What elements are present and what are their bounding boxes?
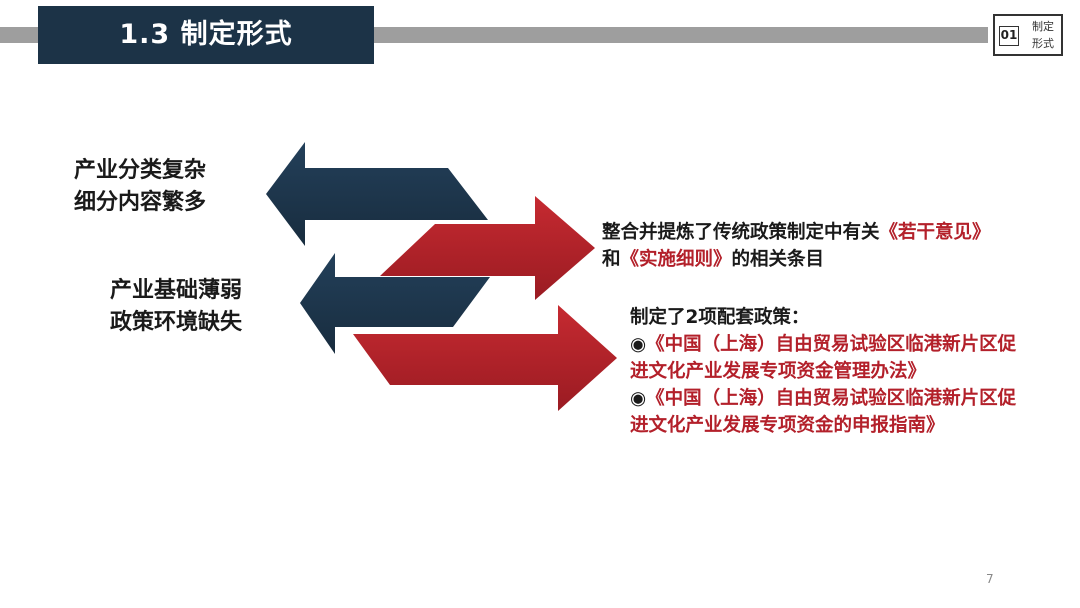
red-arrow-1 [380,196,595,300]
policy-title-opinions: 《若干意见》 [879,222,991,243]
policy-item-1: ◉《中国（上海）自由贸易试验区临港新片区促进文化产业发展专项资金管理办法》 [630,331,1030,385]
policy-item-2-text: 《中国（上海）自由贸易试验区临港新片区促进文化产业发展专项资金的申报指南》 [630,388,1017,436]
integration-text-part3: 的相关条目 [731,249,825,270]
section-label: 制定 形式 [1025,18,1061,52]
integration-text-part2: 和 [602,249,621,270]
policy-item-2: ◉《中国（上海）自由贸易试验区临港新片区促进文化产业发展专项资金的申报指南》 [630,385,1030,439]
section-label-line2: 形式 [1032,37,1054,50]
page-number: 7 [986,572,994,586]
left-label-2-line1: 产业基础薄弱 [110,278,243,303]
supporting-policies-intro: 制定了2项配套政策： [630,307,810,328]
left-label-1-line2: 细分内容繁多 [74,190,207,215]
policy-item-1-text: 《中国（上海）自由贸易试验区临港新片区促进文化产业发展专项资金管理办法》 [630,334,1017,382]
page-title: 1.3 制定形式 [119,19,293,50]
section-number: 01 [999,26,1019,46]
supporting-policies: 制定了2项配套政策： ◉《中国（上海）自由贸易试验区临港新片区促进文化产业发展专… [630,304,1030,439]
left-label-2: 产业基础薄弱 政策环境缺失 [110,275,242,339]
integration-description: 整合并提炼了传统政策制定中有关《若干意见》和《实施细则》的相关条目 [602,219,992,273]
left-label-1-line1: 产业分类复杂 [74,158,207,183]
navy-arrow-2 [300,253,490,354]
red-arrow-2 [353,305,617,411]
policy-title-rules: 《实施细则》 [620,249,732,270]
section-badge: 01 制定 形式 [993,14,1063,56]
left-label-1: 产业分类复杂 细分内容繁多 [74,155,206,219]
integration-text-part1: 整合并提炼了传统政策制定中有关 [602,222,880,243]
left-label-2-line2: 政策环境缺失 [110,310,243,335]
title-box: 1.3 制定形式 [38,6,374,64]
navy-arrow-1 [266,142,488,246]
bullet-icon: ◉ [630,334,647,355]
section-label-line1: 制定 [1032,20,1054,33]
bullet-icon: ◉ [630,388,647,409]
